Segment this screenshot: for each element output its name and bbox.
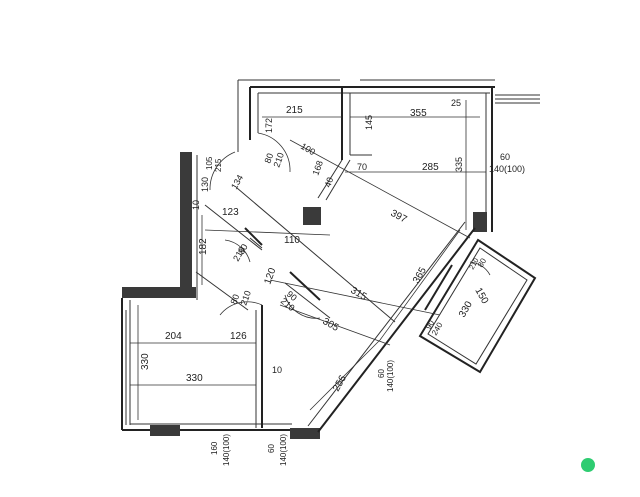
corridor-wall-c [195, 271, 249, 311]
door-lower-width: 80 [228, 293, 241, 306]
window-bottom-160: 160 [210, 441, 219, 455]
inner-wall-short [244, 227, 263, 246]
pillar-right [473, 212, 487, 232]
dim-40: 40 [322, 176, 335, 189]
door-swing-middle [224, 239, 251, 263]
window-diag-140: 140(100) [386, 360, 395, 392]
balcony-door-wall [424, 264, 453, 311]
dim-120: 120 [262, 266, 278, 286]
column-left [180, 152, 192, 298]
balcony-door-210: 210 [469, 257, 481, 271]
dim-172: 172 [264, 118, 274, 133]
dim-line-397 [289, 139, 471, 239]
dim-105: 105 [205, 156, 214, 170]
dim-215-small: 215 [214, 158, 223, 172]
dim-10-lower: 10 [272, 365, 282, 375]
dim-330-left: 330 [140, 353, 151, 370]
window-diag-60: 60 [377, 369, 386, 378]
dim-182: 182 [198, 238, 209, 255]
column-center [303, 207, 321, 225]
dim-168: 168 [310, 159, 325, 177]
wall-diagonal-inner [307, 221, 466, 427]
balcony-330: 330 [457, 299, 475, 319]
balcony [418, 238, 537, 374]
door-swing-lobby [209, 151, 236, 191]
dim-305: 305 [321, 316, 341, 334]
dim-110: 110 [284, 235, 300, 246]
dim-130: 130 [200, 177, 210, 192]
window-bottom-140-b: 140(100) [279, 434, 288, 466]
dim-10: 10 [191, 200, 201, 210]
door-middle-width: 80 [236, 242, 250, 256]
dim-315: 315 [349, 285, 369, 303]
dim-134: 134 [229, 173, 245, 191]
door-upper-width: 80 [262, 152, 275, 165]
beam-left [122, 287, 196, 298]
corridor-wall-e [289, 271, 321, 301]
corridor-wall-f [249, 237, 263, 249]
dim-355-top: 355 [410, 108, 427, 119]
dim-397: 397 [389, 208, 409, 226]
door-lower-height: 210 [238, 289, 253, 307]
dim-285: 285 [422, 162, 439, 173]
dim-215-top: 215 [286, 105, 303, 116]
dim-335: 335 [454, 157, 464, 172]
dim-123: 123 [222, 207, 239, 218]
window-bottom-60: 60 [267, 444, 276, 453]
door-upper-height: 210 [271, 151, 286, 169]
pillar-bottom-right [290, 428, 320, 439]
corridor-wall-b [204, 204, 263, 251]
dim-126: 126 [230, 331, 247, 342]
dim-line-315 [269, 279, 441, 316]
window-right-60: 60 [500, 152, 510, 162]
corridor-wall-a [236, 187, 396, 323]
dim-line-305 [279, 304, 391, 346]
status-dot [581, 458, 595, 472]
balcony-inner [427, 247, 528, 365]
door-swing-upper [257, 132, 291, 173]
wall-diagonal-outer [317, 227, 476, 433]
dim-330: 330 [186, 373, 203, 384]
dim-204: 204 [165, 331, 182, 342]
dim-line-365 [379, 229, 461, 341]
dim-line-256 [309, 339, 381, 411]
window-right-140: 140(100) [489, 164, 525, 174]
dim-25-top: 25 [451, 98, 461, 108]
door-swing-balcony [469, 261, 491, 276]
dim-70: 70 [357, 162, 367, 172]
door-center-width: 90 [285, 289, 299, 303]
balcony-150: 150 [472, 286, 490, 306]
dim-line-110 [204, 229, 331, 236]
window-bottom-140-a: 140(100) [222, 434, 231, 466]
corridor-wall-d [284, 282, 331, 319]
dim-365: 365 [411, 265, 429, 285]
dim-145: 145 [364, 115, 374, 130]
door-swing-lower [219, 301, 263, 316]
pillar-bottom-left [150, 425, 180, 436]
wall-partition-slant-b [325, 159, 351, 201]
dim-100: 100 [299, 141, 317, 157]
